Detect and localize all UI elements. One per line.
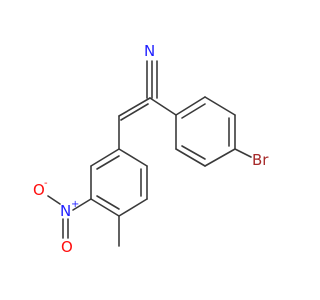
bonds: [47, 60, 252, 247]
nitrile-n-label: N: [144, 42, 155, 60]
ring1-bond: [204, 148, 236, 167]
ring2-bond: [118, 198, 148, 217]
nitro-n-charge: +: [71, 199, 79, 210]
nitro-o-bottom-label: O: [61, 238, 73, 256]
bond-alkene-2: [120, 103, 149, 121]
structure-diagram: N Br N + O - O: [33, 42, 269, 256]
bond-n-o-top: [47, 195, 61, 205]
bond-to-bromophenyl: [149, 97, 177, 116]
ring2-inner: [96, 155, 120, 170]
ring2-inner: [96, 195, 120, 210]
atom-labels: N Br N + O - O: [33, 42, 269, 256]
bond-alkene-1: [118, 97, 151, 117]
nitro-o-top-charge: -: [44, 178, 48, 189]
ring1-bond: [175, 148, 206, 167]
nitro-o-top-label: O: [33, 181, 45, 199]
bond-c-nitro: [72, 198, 92, 211]
ring1-bond: [204, 96, 236, 116]
ring1-inner: [181, 103, 206, 119]
ring1-bond: [175, 96, 206, 116]
ring2-bond: [90, 198, 120, 217]
ring1-inner: [181, 145, 206, 160]
ring2-bond: [90, 148, 120, 167]
nitro-n-label: N: [60, 202, 71, 220]
ring2-bond: [118, 148, 148, 167]
bond-c-br: [234, 148, 252, 158]
bromine-label: Br: [252, 151, 269, 169]
